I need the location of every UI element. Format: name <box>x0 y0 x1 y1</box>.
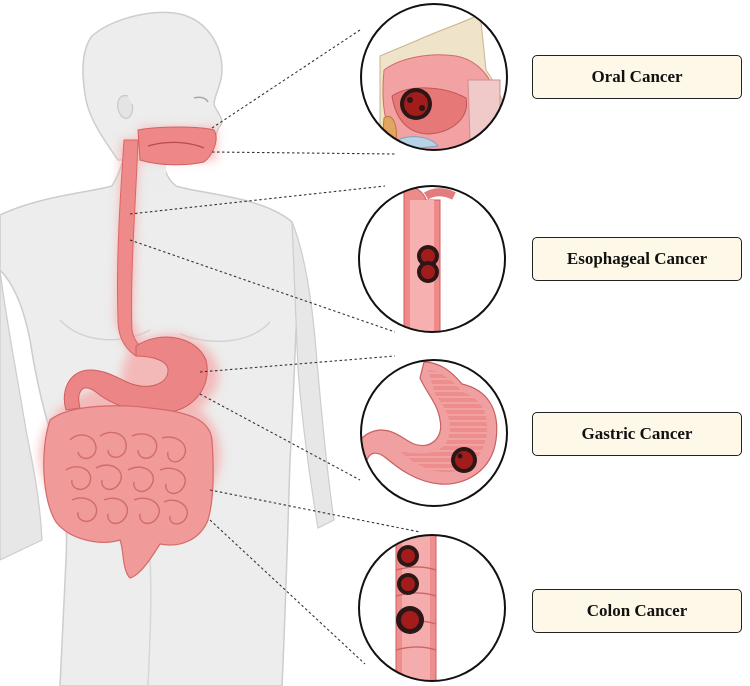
gastric-cancer-label: Gastric Cancer <box>532 412 742 456</box>
oral-cancer-label-text: Oral Cancer <box>591 67 683 86</box>
esophageal-tumor <box>417 245 439 283</box>
connector-lines <box>129 29 421 665</box>
left-arm <box>0 269 43 561</box>
gastric-cancer-label-text: Gastric Cancer <box>581 424 693 443</box>
eye <box>193 96 209 103</box>
gastric-cancer-inset <box>360 359 508 507</box>
leg-divider <box>147 559 152 686</box>
oral-cancer-label: Oral Cancer <box>532 55 742 99</box>
oral-cavity <box>137 126 217 166</box>
ear <box>117 94 134 119</box>
colon-cancer-label: Colon Cancer <box>532 589 742 633</box>
colon-cancer-inset <box>358 534 506 682</box>
right-arm <box>291 221 335 529</box>
colon-tumors <box>396 545 424 634</box>
digestive-tract <box>39 126 221 579</box>
breast-contour <box>59 319 271 342</box>
esophageal-cancer-label: Esophageal Cancer <box>532 237 742 281</box>
large-intestine <box>43 405 214 579</box>
esophageal-cancer-label-text: Esophageal Cancer <box>566 249 708 268</box>
colon-cancer-label-text: Colon Cancer <box>586 601 688 620</box>
oral-tumor <box>400 88 432 120</box>
head <box>82 11 223 161</box>
oral-cancer-inset <box>360 3 508 151</box>
gastric-tumor <box>451 447 477 473</box>
esophageal-cancer-inset <box>358 185 506 333</box>
